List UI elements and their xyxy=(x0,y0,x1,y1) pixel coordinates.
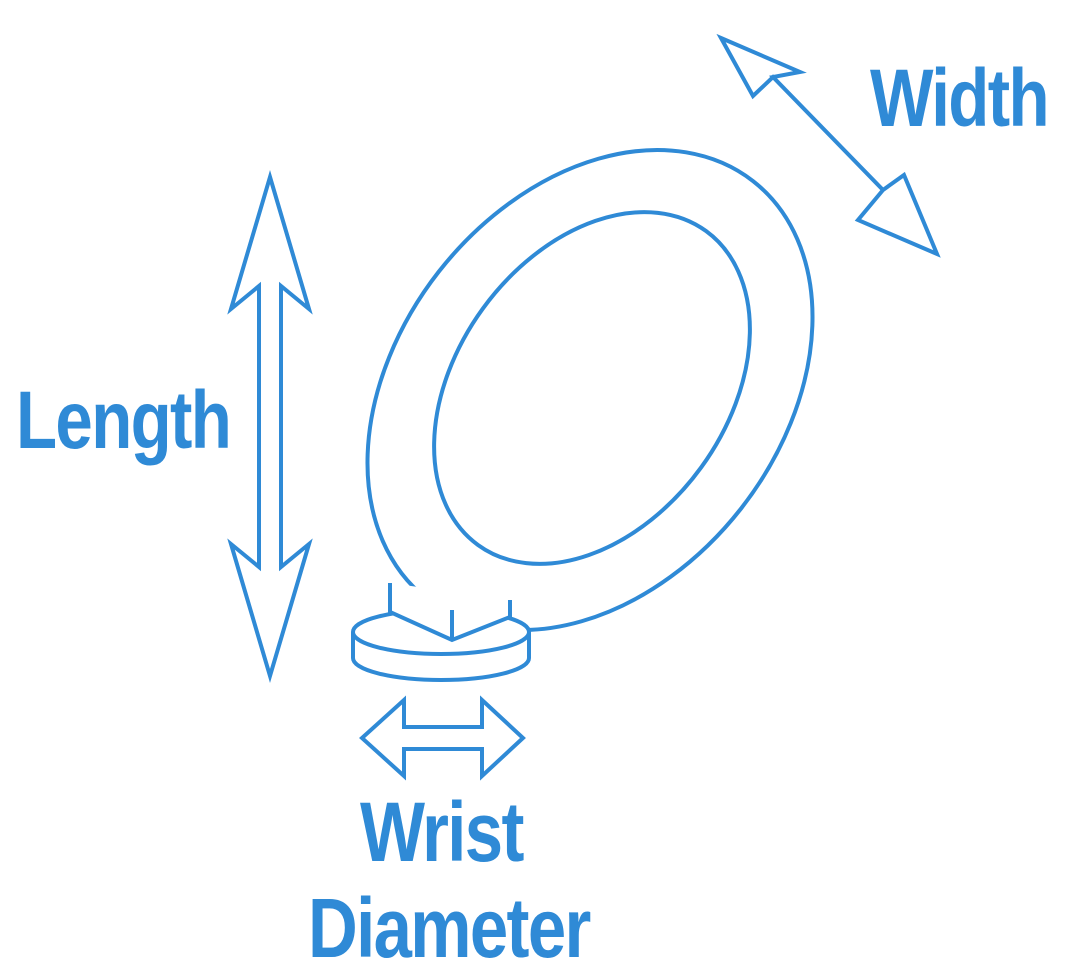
wrist-diameter-label-line1: Wrist xyxy=(360,785,524,879)
wrist-arrow-icon xyxy=(359,695,526,781)
width-label: Width xyxy=(870,53,1050,144)
wrist-base-icon xyxy=(351,583,531,682)
wrist-diameter-label-line2: Diameter xyxy=(308,881,591,975)
width-arrow-icon xyxy=(716,33,941,258)
length-label: Length xyxy=(16,375,232,466)
ring-inner-edge xyxy=(432,210,752,566)
length-arrow-icon xyxy=(227,169,313,684)
